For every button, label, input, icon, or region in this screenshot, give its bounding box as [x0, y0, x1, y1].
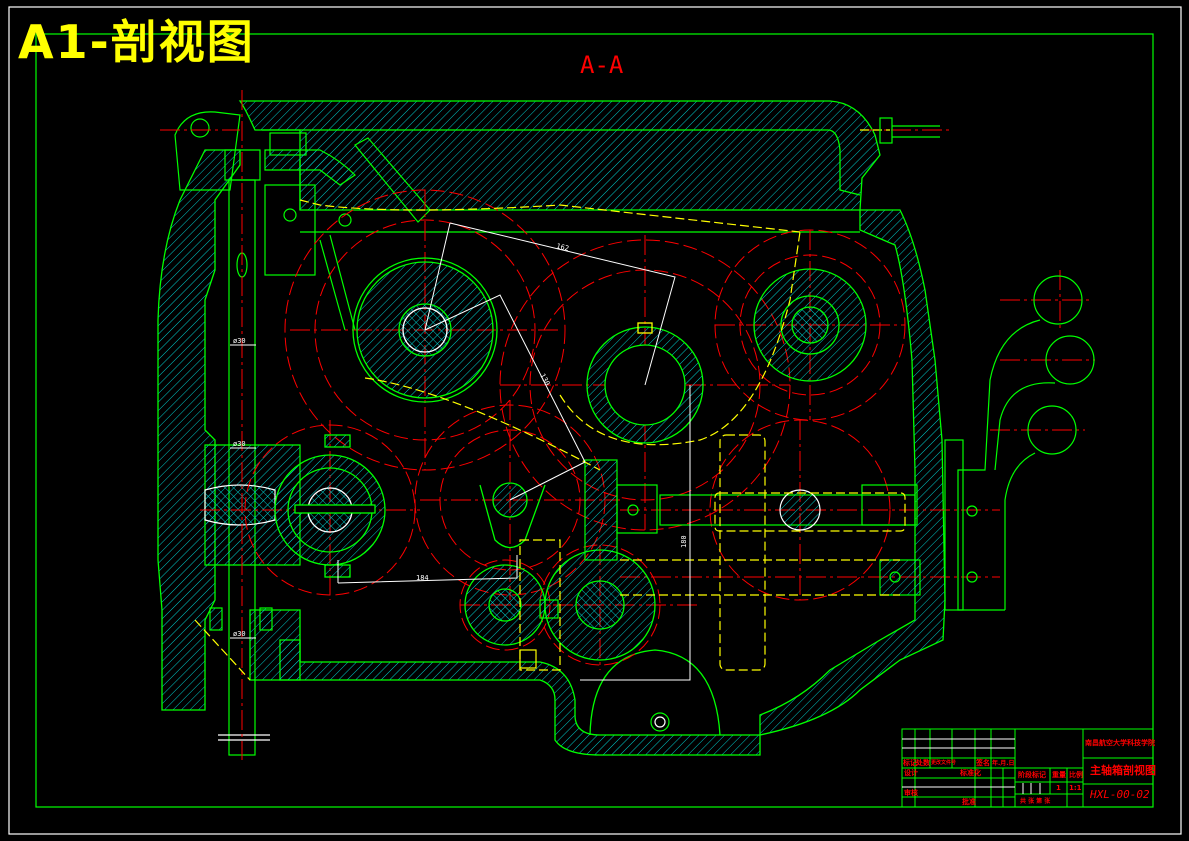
dim-label-shaft-3: ø30: [233, 630, 246, 638]
title-block-header-scale: 比例: [1069, 771, 1083, 779]
vertical-shaft: [204, 149, 301, 756]
title-block-row-review: 审核: [904, 789, 918, 797]
title-block-grid: [901, 728, 1154, 808]
sheet-title: A1-剖视图: [18, 15, 255, 69]
title-block-sheet-info: 共 张 第 张: [1020, 798, 1051, 805]
title-block-header-signature: 签名: [976, 759, 990, 767]
title-block-header-weight: 重量: [1052, 771, 1066, 779]
title-block-scale: 1:1: [1069, 784, 1082, 792]
housing: [157, 100, 946, 756]
title-block-row-standardization: 标准化: [960, 769, 981, 777]
hidden-lines: [194, 129, 906, 681]
title-block-drawing-name: 主轴箱剖视图: [1090, 764, 1156, 777]
inner-frame: [35, 33, 1154, 808]
dim-label-center-distance-top: 162: [556, 242, 570, 253]
title-block-header-stage-mark: 阶段标记: [1018, 771, 1046, 779]
dim-label-horizontal: 184: [416, 574, 429, 582]
title-block-drawing-code: HXL-00-02: [1090, 788, 1150, 801]
shift-handle: [879, 117, 1095, 611]
dim-label-shaft-2: ø30: [233, 440, 246, 448]
title-block-header-count: 处数: [916, 759, 930, 767]
gear-upper-right: [753, 268, 867, 382]
gear-left: [274, 434, 386, 578]
title-block-header-mark: 标记: [903, 759, 917, 767]
top-left-mechanism: [174, 111, 431, 331]
gear-mid-small: [479, 482, 546, 549]
title-block-school: 南昌航空大学科技学院: [1085, 739, 1155, 747]
title-block-header-date: 年.月.日: [992, 760, 1015, 767]
dim-label-vertical: 180: [680, 535, 688, 548]
gear-center: [586, 322, 704, 444]
title-block-row-design: 设计: [904, 769, 918, 777]
dimension-lines: [230, 222, 691, 681]
section-view-label: A-A: [580, 51, 624, 79]
misc-parts: [519, 599, 670, 732]
horizontal-shaft: [584, 459, 921, 596]
title-block-row-approve: 批准: [962, 798, 976, 806]
title-block-header-change-doc: 更改文件号: [931, 760, 957, 766]
dim-label-shaft-1: ø30: [233, 337, 246, 345]
title-block-white-rules: [902, 738, 1041, 794]
title-block-quantity: 1: [1056, 784, 1061, 792]
outer-frame: [8, 6, 1182, 835]
gear-lower-pair: [464, 549, 656, 661]
